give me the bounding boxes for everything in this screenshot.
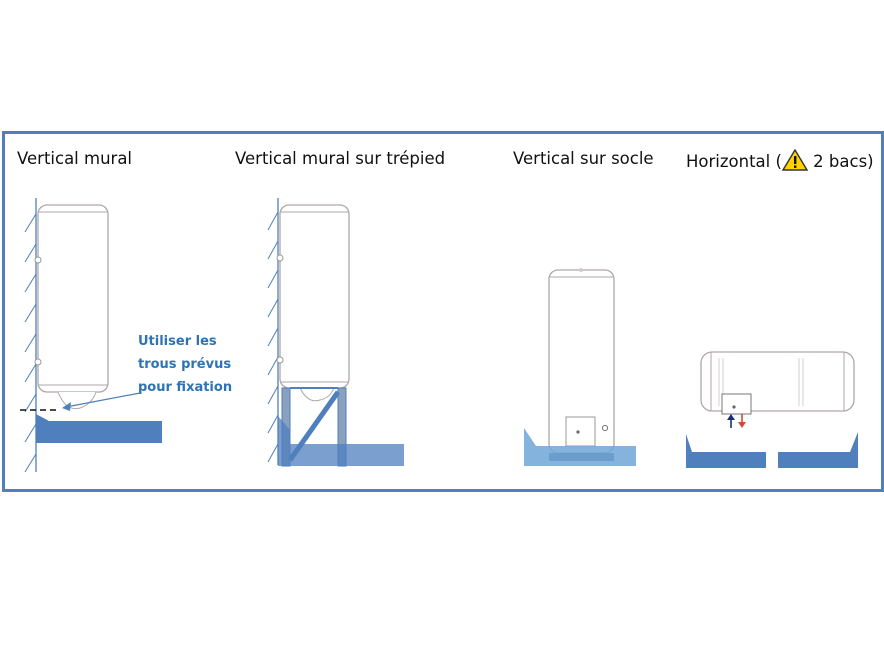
title-horizontal: Horizontal ( 2 bacs) [686,149,874,171]
diagram-frame [2,131,884,492]
arrow-down-icon [738,414,746,428]
wall-hatching-2 [267,211,279,463]
heater-cover-1 [57,391,97,410]
title-vertical-mural-trepied: Vertical mural sur trépied [235,149,446,168]
fixation-note: Utiliser les trous prévus pour fixation [138,330,232,399]
heater-cover-2 [299,387,335,402]
control-knob-4 [732,405,736,409]
panel-vertical-mural-trepied [267,198,404,467]
title-vertical-socle: Vertical sur socle [513,149,654,168]
control-panel-4 [721,393,752,415]
heater-body-1 [37,204,109,393]
fixation-note-line1: Utiliser les [138,334,217,349]
fixation-note-line2: trous prévus [138,357,232,372]
title-horizontal-start: Horizontal ( [686,152,782,171]
tray-left [686,434,766,468]
title-vertical-mural: Vertical mural [17,149,133,168]
arrow-up-icon [727,414,735,428]
drip-tray-2 [278,416,404,466]
top-fitting [579,268,583,272]
control-panel-3 [565,416,596,447]
wall-hatching-1 [24,213,37,473]
control-knob-3 [576,430,580,434]
plinth-3 [549,453,614,461]
fixing-hole-2 [34,358,42,366]
title-horizontal-end: 2 bacs) [807,152,874,171]
panel-horizontal [686,351,858,468]
warning-icon [781,149,808,171]
fixing-hole-3 [276,254,284,262]
fixing-hole-4 [276,356,284,364]
panel-vertical-mural [20,198,162,473]
fixation-note-line3: pour fixation [138,380,233,395]
panel-vertical-socle [524,268,636,466]
tray-right [778,432,858,468]
heater-body-2 [279,204,350,389]
drip-tray-1 [36,414,162,443]
note-arrowhead [62,402,71,411]
note-arrow-line [65,392,141,408]
fixing-hole-1 [34,256,42,264]
side-fitting-3 [601,424,609,432]
